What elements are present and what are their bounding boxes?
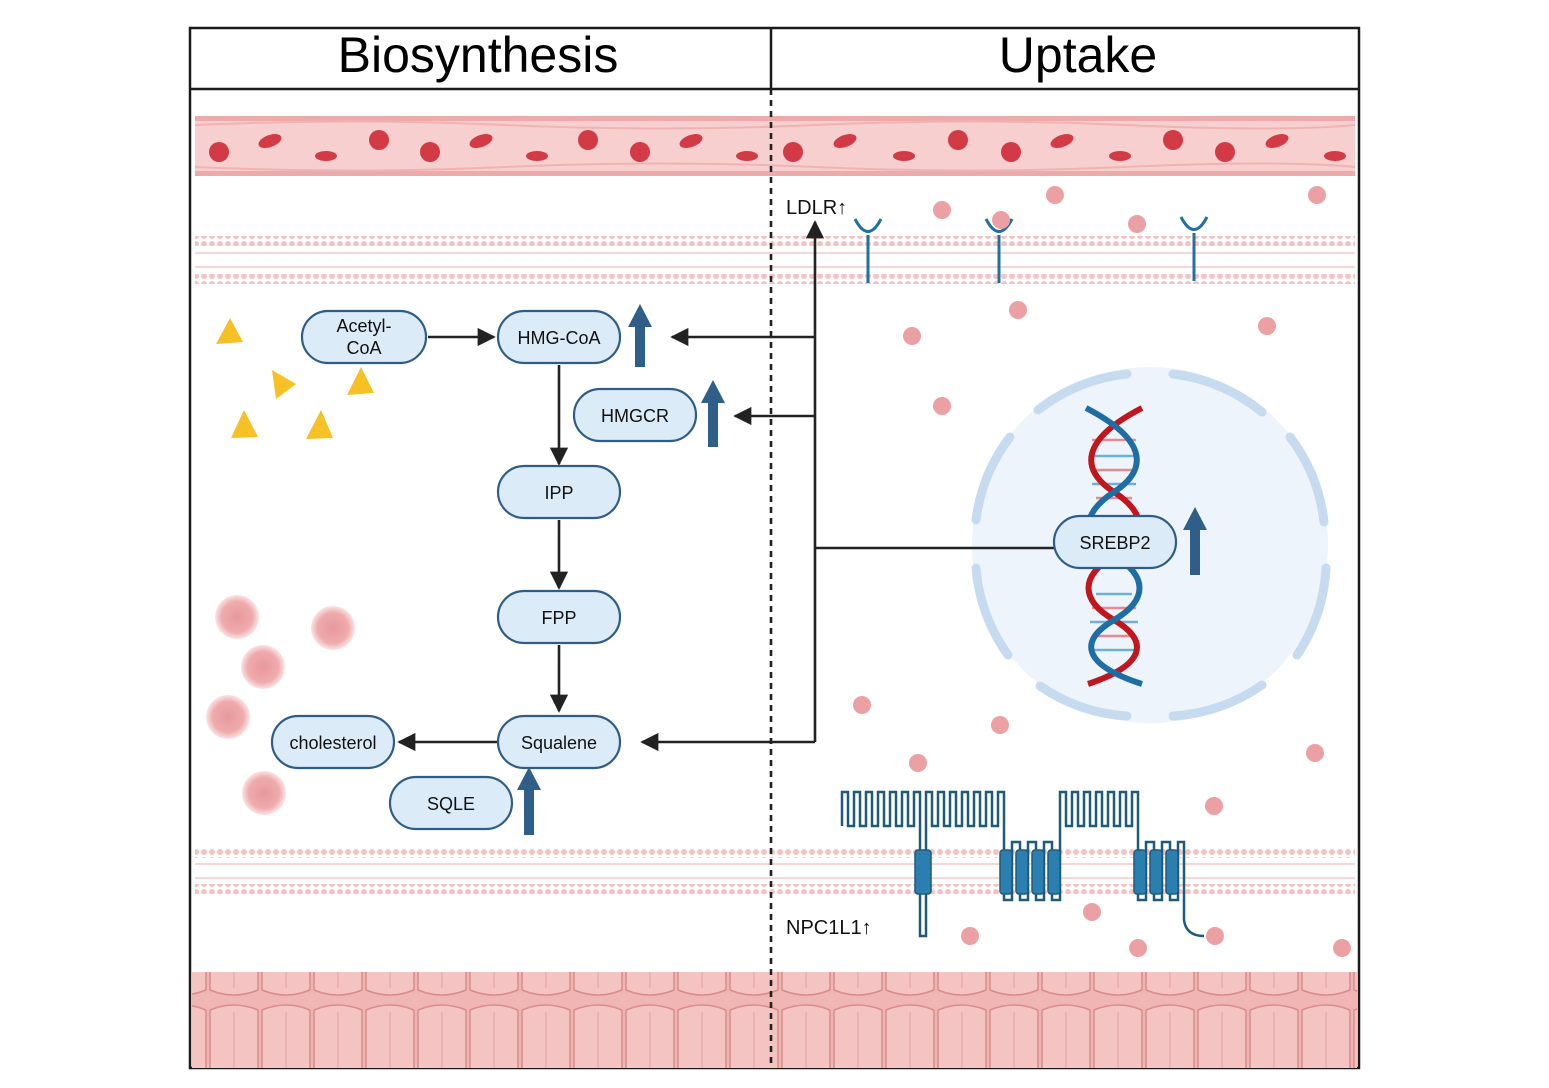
intestinal-villi-icon (192, 972, 1357, 1068)
ldl-receptor-icon (853, 216, 1209, 283)
svg-text:SREBP2: SREBP2 (1079, 533, 1150, 553)
svg-text:Acetyl-: Acetyl- (336, 316, 391, 336)
node-ipp: IPP (496, 464, 622, 520)
up-arrow-icon (517, 767, 541, 835)
svg-text:HMGCR: HMGCR (601, 406, 669, 426)
npc1l1-transporter-icon (840, 790, 1205, 938)
svg-text:SQLE: SQLE (427, 794, 475, 814)
svg-text:IPP: IPP (544, 483, 573, 503)
label-npc1l1: NPC1L1↑ (786, 917, 872, 939)
svg-text:Squalene: Squalene (521, 733, 597, 753)
up-arrow-icon (701, 380, 725, 447)
cell-membrane-icon (195, 848, 1355, 894)
header-biosynthesis: Biosynthesis (338, 27, 619, 83)
node-sqle: SQLE (388, 775, 514, 831)
cholesterol-droplet-icon (853, 186, 1351, 957)
svg-text:HMG-CoA: HMG-CoA (517, 328, 600, 348)
red-blood-cell-icon (209, 130, 1346, 162)
blood-vessel-icon (194, 116, 1356, 176)
regulation-connectors (640, 220, 1054, 752)
node-hmgcr: HMGCR (572, 387, 698, 443)
svg-text:CoA: CoA (346, 338, 381, 358)
cholesterol-droplet-icon (206, 595, 355, 815)
label-ldlr: LDLR↑ (786, 197, 847, 219)
node-hmg-coa: HMG-CoA (496, 309, 622, 365)
node-acetyl-coa: Acetyl- CoA (300, 309, 428, 365)
header-uptake: Uptake (999, 27, 1157, 83)
up-arrow-icon (1183, 507, 1207, 575)
node-fpp: FPP (496, 589, 622, 645)
up-arrow-icon (628, 304, 652, 367)
cell-membrane-icon (195, 236, 1355, 284)
acetyl-coa-molecule-icon (216, 318, 374, 439)
node-cholesterol: cholesterol (270, 714, 396, 770)
node-squalene: Squalene (496, 714, 622, 770)
svg-text:cholesterol: cholesterol (289, 733, 376, 753)
svg-text:FPP: FPP (541, 608, 576, 628)
node-srebp2: SREBP2 (1052, 514, 1178, 570)
pathway-arrows (397, 327, 569, 752)
